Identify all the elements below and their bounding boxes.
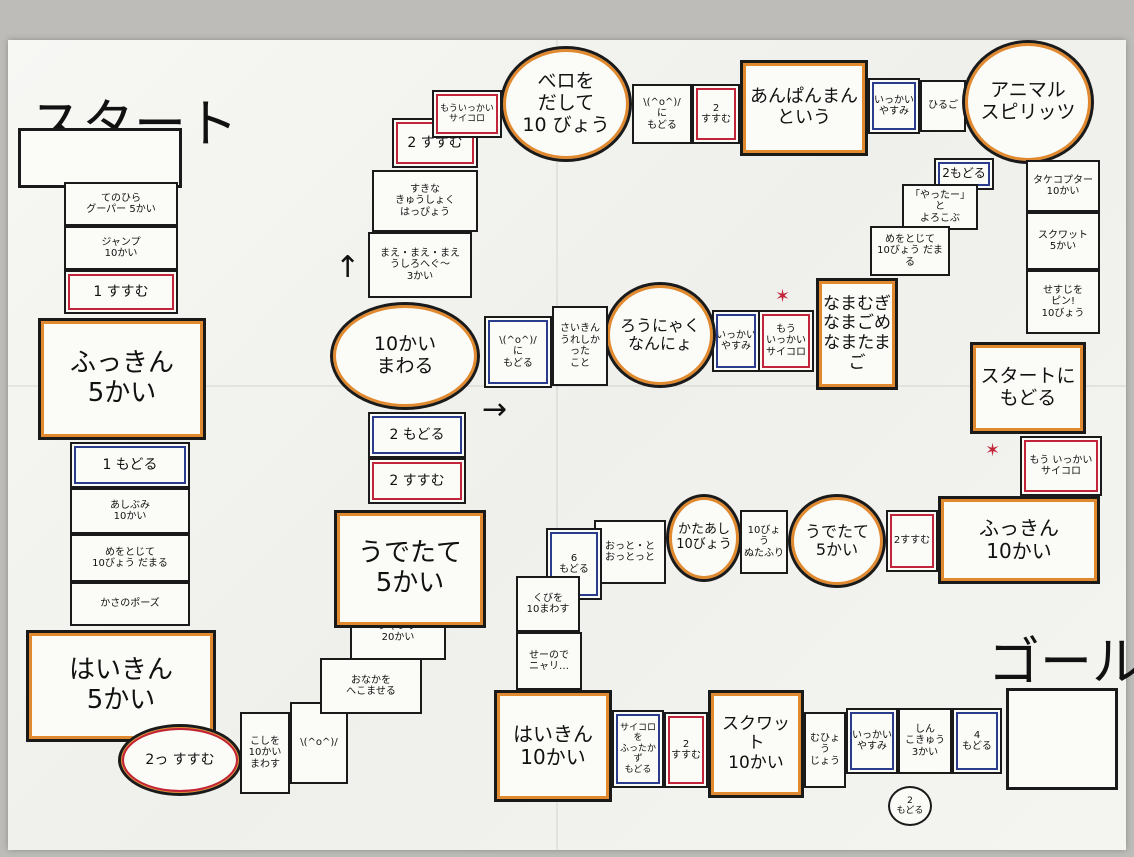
board-square: あんぱんまんという (740, 60, 868, 156)
board-square: すきなきゅうしょくはっぴょう (372, 170, 478, 232)
board-square: おっと・とおっとっと (594, 520, 666, 584)
board-square: ろうにゃくなんにょ (604, 282, 716, 388)
fold-line (8, 385, 1126, 387)
board-square: 10かいまわる (330, 302, 480, 410)
right-arrow-icon: → (482, 392, 508, 427)
fold-line (556, 40, 558, 850)
board-square: \(^o^)/にもどる (484, 316, 552, 388)
board-square: むひょうじょう (804, 712, 846, 788)
board-square: 10びょうぬたふり (740, 510, 788, 574)
board-square: 1 すすむ (64, 270, 178, 314)
start-box (18, 128, 182, 188)
board-square: なまむぎなまごめなまたまご (816, 278, 898, 390)
board-square: せすじをピン!10びょう (1026, 270, 1100, 334)
board-square: 「やったー」とよろこぶ (902, 184, 978, 230)
board-square: いっかいやすみ (846, 708, 898, 774)
star-mark-icon: ✶ (985, 440, 1001, 461)
board-square: まえ・まえ・まえうしろへぐ〜3かい (368, 232, 472, 298)
board-square: サイコロをふったかずもどる (612, 710, 664, 788)
board-square: 2すすむ (886, 510, 938, 572)
goal-box (1006, 688, 1118, 790)
board-square: てのひらグーパー 5かい (64, 182, 178, 226)
board-square: おなかをへこませる (320, 658, 422, 714)
goal-title: ゴール (988, 633, 1134, 693)
board-square: かさのポーズ (70, 582, 190, 626)
board-square: ひるご (920, 80, 966, 132)
board-square: もういっかいサイコロ (758, 310, 814, 372)
board-square: \(^o^)/ (290, 702, 348, 784)
board-square: \(^o^)/にもどる (632, 84, 692, 144)
board-square: いっかいやすみ (868, 78, 920, 134)
board-square: いっかいやすみ (712, 310, 760, 372)
board-square: 2 もどる (368, 412, 466, 458)
up-arrow-icon: ↑ (335, 250, 361, 285)
board-square: せーのでニャリ… (516, 632, 582, 690)
board-square: 1 もどる (70, 442, 190, 488)
board-square: 2 すすむ (368, 458, 466, 504)
board-square: もう いっかいサイコロ (1020, 436, 1102, 496)
board-square: さいきんうれしかったこと (552, 306, 608, 386)
board-square: もういっかいサイコロ (432, 90, 502, 138)
board-square: スタートにもどる (970, 342, 1086, 434)
board-square: 2っ すすむ (118, 724, 242, 796)
star-mark-icon: ✶ (775, 286, 791, 307)
board-square: アニマルスピリッツ (962, 40, 1094, 164)
